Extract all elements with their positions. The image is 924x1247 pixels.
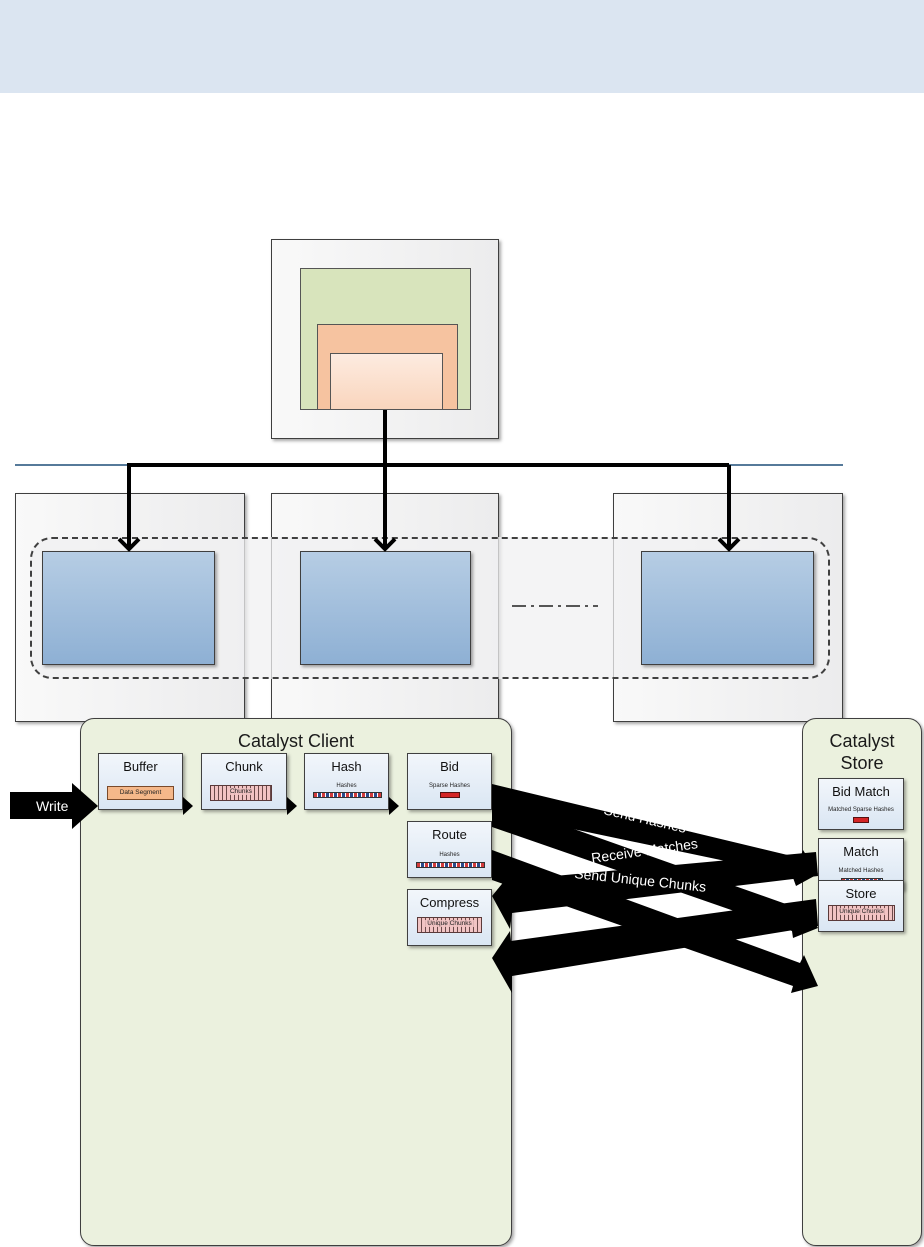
matched-sparse-hashes-bar bbox=[853, 817, 869, 823]
chunks-block: Chunks bbox=[210, 785, 272, 801]
cluster-group-outline bbox=[30, 537, 830, 679]
send-sparse-hashes-arrow bbox=[492, 784, 818, 886]
store-stage-label: Store bbox=[845, 886, 877, 901]
match-stage-content-label: Matched Hashes bbox=[838, 868, 884, 874]
unique-chunks-block: Unique Chunks bbox=[417, 917, 482, 933]
data-segment-block: Data Segment bbox=[107, 786, 174, 800]
route-stage-label: Route bbox=[432, 827, 467, 842]
route-stage: Route Hashes bbox=[407, 821, 492, 878]
chunks-block-label: Chunks bbox=[227, 788, 255, 795]
send-unique-chunks-arrow bbox=[492, 850, 818, 993]
compress-stage: Compress Unique Chunks bbox=[407, 889, 492, 946]
route-stage-content-label: Hashes bbox=[439, 852, 460, 858]
send-hashes-arrow bbox=[492, 800, 818, 938]
write-arrow-label: Write bbox=[36, 798, 69, 814]
send-hashes-label: Send Hashes bbox=[602, 801, 688, 835]
hash-stage: Hash Hashes bbox=[304, 753, 389, 810]
hash-stage-label: Hash bbox=[331, 759, 362, 774]
stored-unique-chunks-block: Unique Chunks bbox=[828, 905, 895, 921]
receive-bid-response-arrow bbox=[492, 852, 818, 929]
bid-stage-content-label: Sparse Hashes bbox=[428, 783, 471, 789]
receive-matches-label: Receive Matches bbox=[590, 835, 699, 866]
buffer-stage: Buffer Data Segment bbox=[98, 753, 183, 810]
compress-stage-label: Compress bbox=[419, 895, 480, 910]
match-stage-label: Match bbox=[843, 844, 879, 859]
bid-stage: Bid Sparse Hashes bbox=[407, 753, 492, 810]
receive-matches-arrow bbox=[492, 899, 818, 993]
stored-unique-chunks-label: Unique Chunks bbox=[837, 908, 886, 915]
bid-match-stage-content-label: Matched Sparse Hashes bbox=[828, 807, 894, 813]
bid-match-stage: Bid Match Matched Sparse Hashes bbox=[818, 778, 904, 830]
route-hashes-bar bbox=[416, 862, 485, 868]
sparse-hashes-bar bbox=[440, 792, 460, 798]
catalyst-store-title-line2: Store bbox=[840, 753, 884, 773]
bid-stage-label: Bid bbox=[440, 759, 459, 774]
chunk-stage: Chunk Chunks bbox=[201, 753, 287, 810]
unique-chunks-block-label: Unique Chunks bbox=[425, 920, 474, 927]
receive-bid-response-label: Receive Bid Response bbox=[567, 772, 710, 805]
send-unique-chunks-label: Send Unique Chunks bbox=[574, 865, 707, 895]
bid-match-stage-label: Bid Match bbox=[832, 784, 890, 799]
storage-unit-1 bbox=[42, 551, 215, 665]
hash-stage-content-label: Hashes bbox=[336, 783, 357, 789]
catalyst-client-title: Catalyst Client bbox=[237, 731, 355, 751]
header-band bbox=[0, 0, 924, 93]
chunk-stage-label: Chunk bbox=[225, 759, 263, 774]
hashes-bar bbox=[313, 792, 382, 798]
send-sparse-hashes-label: Send Sparse Hashes bbox=[573, 762, 706, 807]
controller-inner-panel bbox=[330, 353, 443, 410]
catalyst-store-title-line1: Catalyst bbox=[829, 731, 895, 751]
buffer-stage-label: Buffer bbox=[123, 759, 158, 774]
store-stage: Store Unique Chunks bbox=[818, 880, 904, 932]
